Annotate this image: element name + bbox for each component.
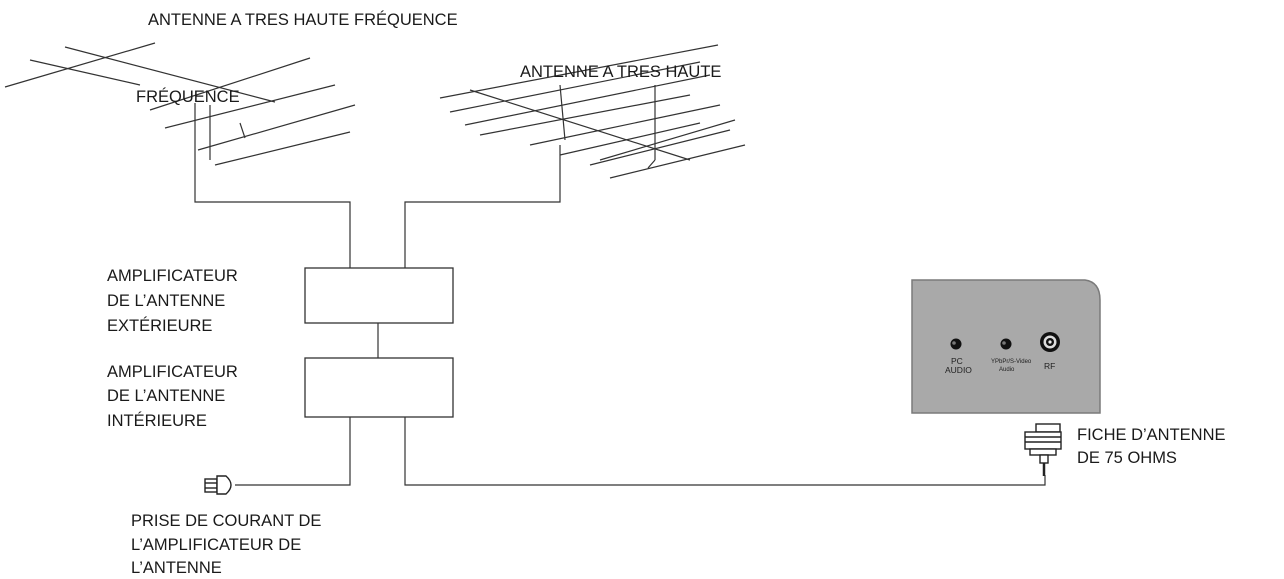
- power-plug-icon: [204, 475, 232, 495]
- indoor-amplifier-label-line2: DE L’ANTENNE: [107, 387, 226, 405]
- vhf-antenna-icon: [4, 42, 356, 166]
- cables: [194, 145, 1046, 486]
- pc-audio-label-line2: AUDIO: [945, 365, 972, 375]
- uhf-antenna-icon: [439, 44, 746, 179]
- outdoor-amplifier-box: [304, 267, 454, 324]
- coax-plug-icon: [1024, 423, 1062, 476]
- pc-audio-label-line1: PC: [951, 356, 963, 366]
- vhf-antenna-label: ANTENNE A TRES HAUTE FRÉQUENCE: [148, 11, 458, 29]
- outdoor-amplifier-label-line3: EXTÉRIEURE: [107, 317, 213, 335]
- indoor-amplifier-label-line1: AMPLIFICATEUR: [107, 363, 238, 381]
- antenna-plug-label-line1: FICHE D’ANTENNE: [1077, 426, 1226, 444]
- indoor-amplifier-box: [304, 357, 454, 418]
- ypbpr-label-line1: YPbPr/S-Video: [991, 359, 1032, 365]
- indoor-amplifier-label-line3: INTÉRIEURE: [107, 412, 207, 430]
- ypbpr-label-line2: Audio: [999, 367, 1015, 373]
- power-plug-label-line2: L’AMPLIFICATEUR DE: [131, 536, 302, 554]
- uhf-antenna-label-line1: ANTENNE A TRES HAUTE: [520, 63, 722, 81]
- ypbpr-audio-jack-icon: [1000, 338, 1012, 350]
- pc-audio-jack-icon: [950, 338, 962, 350]
- antenna-plug-label-line2: DE 75 OHMS: [1077, 449, 1177, 467]
- rf-label: RF: [1044, 361, 1055, 371]
- tv-panel-icon: PC AUDIO YPbPr/S-Video Audio RF: [911, 279, 1101, 414]
- power-plug-label-line3: L’ANTENNE: [131, 559, 222, 577]
- outdoor-amplifier-label-line1: AMPLIFICATEUR: [107, 267, 238, 285]
- uhf-antenna-label-line2: FRÉQUENCE: [136, 88, 240, 106]
- power-plug-label-line1: PRISE DE COURANT DE: [131, 512, 322, 530]
- outdoor-amplifier-label-line2: DE L’ANTENNE: [107, 292, 226, 310]
